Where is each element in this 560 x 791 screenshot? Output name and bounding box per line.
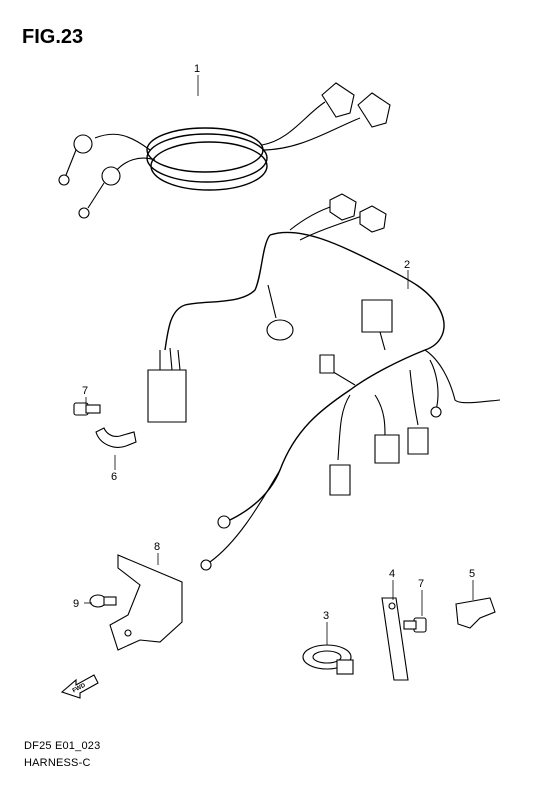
callout-1: 1: [194, 63, 200, 75]
strap-4: [381, 597, 409, 681]
screw-9: [89, 594, 117, 608]
callout-8: 8: [154, 541, 160, 553]
bracket-8: [109, 554, 183, 651]
model-code: DF25 E01_023: [24, 740, 101, 752]
callout-7-upper: 7: [82, 385, 88, 397]
callout-4: 4: [389, 568, 395, 580]
callout-5: 5: [469, 568, 475, 580]
clamp-6: [95, 427, 137, 448]
callout-6: 6: [111, 471, 117, 483]
harness-1: [58, 82, 391, 219]
leader-lines: [84, 75, 474, 645]
bolt-7-lower: [403, 617, 427, 633]
clip-5: [455, 597, 496, 629]
harness-2: [147, 193, 501, 571]
figure-title: FIG.23: [22, 26, 84, 48]
fwd-arrow-icon: FWD: [60, 674, 99, 699]
callout-3: 3: [323, 610, 329, 622]
callout-7-lower: 7: [418, 578, 424, 590]
callout-2: 2: [404, 259, 410, 271]
section-name: HARNESS-C: [24, 757, 91, 769]
bolt-7-upper: [73, 402, 101, 416]
clamp-3: [302, 644, 354, 675]
callout-9: 9: [73, 598, 79, 610]
